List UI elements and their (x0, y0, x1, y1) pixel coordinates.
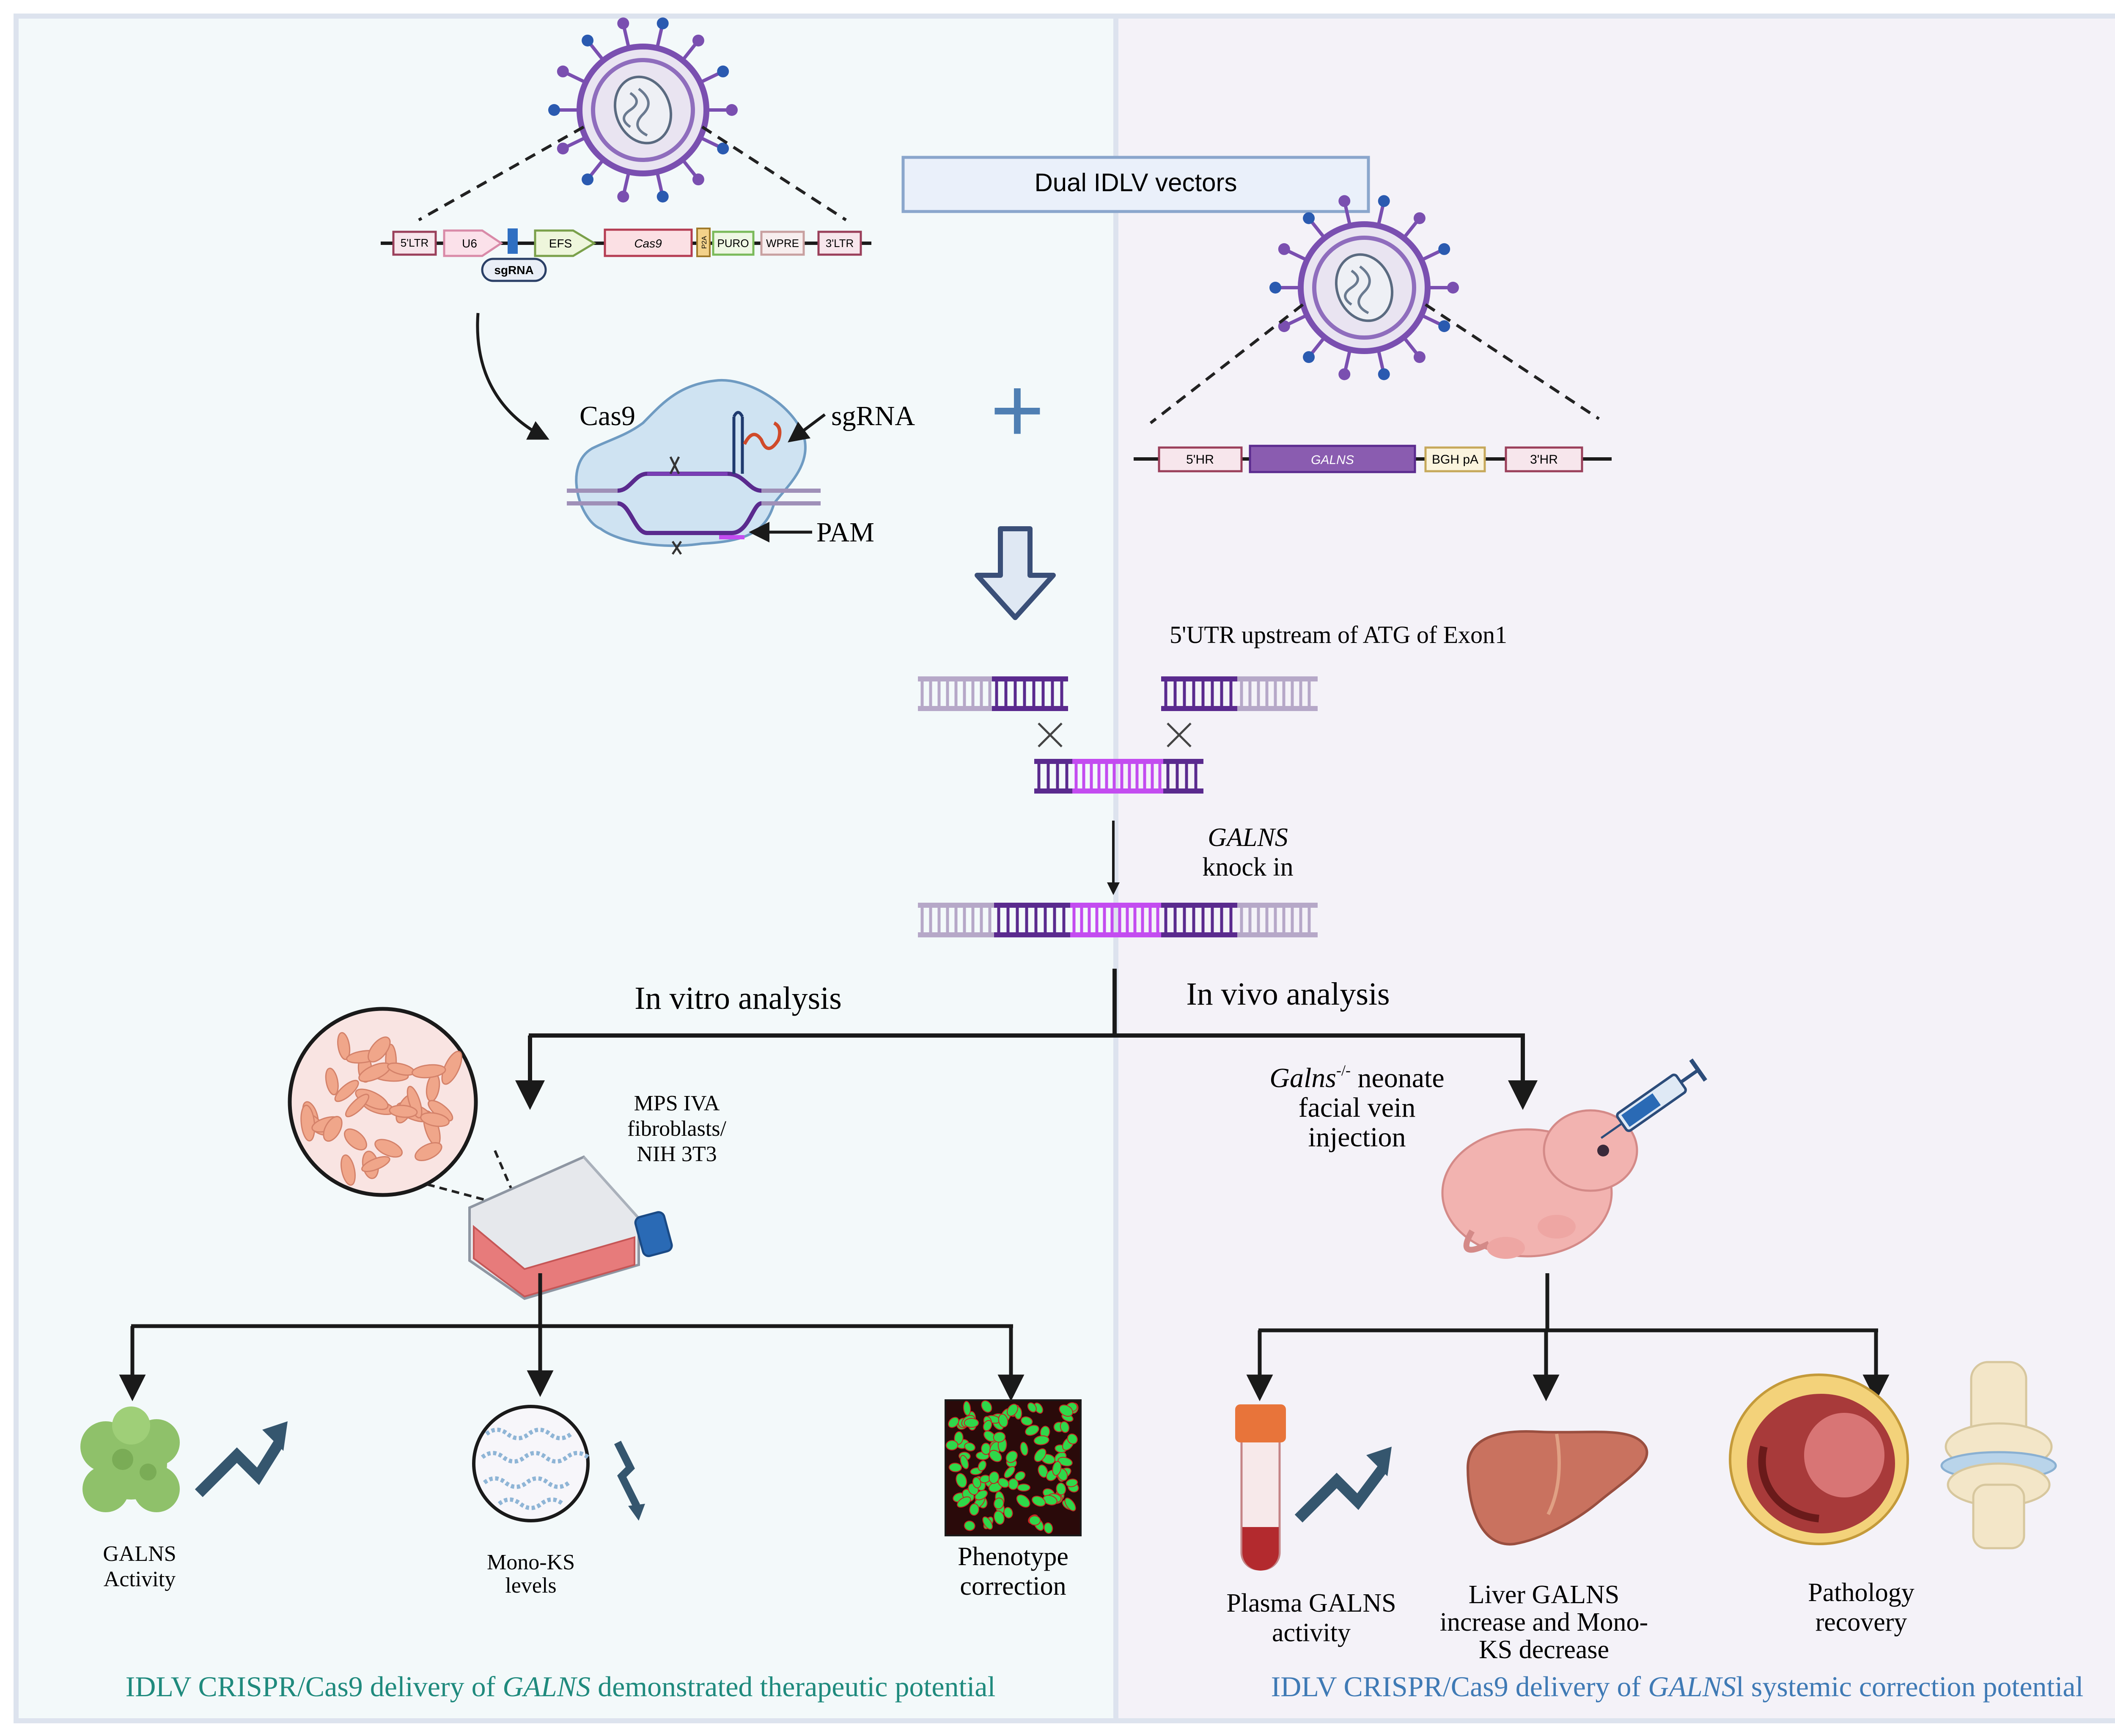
mouse-line3: injection (1308, 1122, 1406, 1153)
plasma-line1: Plasma GALNS (1226, 1589, 1396, 1618)
mouse-genotype: -/- (1336, 1062, 1351, 1079)
hr3-label: 3'HR (1530, 453, 1558, 467)
u6-label: U6 (462, 237, 477, 250)
hollow-down-arrow (975, 526, 1056, 620)
vector1-cassette: 5'LTR U6 sgRNA EFS Cas9 P2A PURO WPRE 3'… (381, 228, 871, 282)
curved-arrow (476, 313, 549, 440)
cells-line3: NIH 3T3 (637, 1142, 717, 1166)
footer-right-pre: IDLV CRISPR/Cas9 delivery of (1271, 1670, 1648, 1703)
puro-label: PURO (717, 237, 749, 250)
syringe-icon (1600, 1058, 1707, 1139)
footer-right-post: l systemic correction potential (1736, 1670, 2083, 1703)
plus-sign: + (990, 358, 1044, 462)
mouse-line1: Galns-/- neonate (1269, 1062, 1444, 1093)
virus-icon-2 (1269, 195, 1459, 380)
mono-ks-line1: Mono-KS (487, 1550, 575, 1574)
footer-right: IDLV CRISPR/Cas9 delivery of GALNSl syst… (1271, 1670, 2084, 1703)
wpre-label: WPRE (766, 237, 799, 250)
heart-section-icon (1729, 1373, 1909, 1545)
cells-line1: MPS IVA (634, 1091, 720, 1115)
dna-recombination (918, 676, 1318, 937)
knockin-gene: GALNS (1208, 823, 1288, 852)
dual-idlv-box (901, 156, 1370, 213)
liver-line2: increase and Mono- (1440, 1608, 1648, 1637)
bgh-label: BGH pA (1432, 453, 1478, 467)
sgrna-pointer (788, 413, 826, 442)
knockin-label: knock in (1202, 853, 1293, 882)
mono-ks-line2: levels (505, 1574, 556, 1598)
sgrna-label: sgRNA (831, 401, 915, 431)
galns-activity-line2: Activity (104, 1567, 176, 1591)
vector2-cassette: 5'HR GALNS BGH pA 3'HR (1134, 445, 1612, 473)
neonate-mouse-icon (1441, 1109, 1638, 1259)
liver-line1: Liver GALNS (1469, 1580, 1619, 1609)
cas9-label: Cas9 (580, 401, 635, 431)
knee-joint-icon (1940, 1361, 2057, 1549)
efs-label: EFS (549, 237, 572, 250)
liver-line3: KS decrease (1479, 1635, 1609, 1664)
trend-up-arrow-2 (1294, 1464, 1388, 1523)
virus-icon-1 (548, 17, 738, 203)
cas9-element-label: Cas9 (634, 237, 662, 250)
hr5-label: 5'HR (1186, 453, 1214, 467)
trend-down-arrow (614, 1440, 640, 1508)
galns-element-label: GALNS (1311, 453, 1354, 467)
liver-icon (1466, 1430, 1648, 1546)
crossover-marks (1038, 722, 1192, 747)
blood-tube-icon (1235, 1404, 1286, 1571)
pam-label: PAM (816, 517, 874, 548)
galns-activity-line1: GALNS (103, 1542, 176, 1566)
in-vitro-label: In vitro analysis (634, 981, 842, 1016)
footer-left-post: demonstrated therapeutic potential (591, 1670, 995, 1703)
footer-left-pre: IDLV CRISPR/Cas9 delivery of (126, 1670, 503, 1703)
cas9-complex (567, 379, 821, 555)
in-vivo-label: In vivo analysis (1186, 976, 1390, 1012)
plasma-line2: activity (1272, 1618, 1351, 1647)
mouse-neonate: neonate (1351, 1063, 1445, 1093)
cells-magnified-icon (288, 1007, 478, 1197)
footer-right-gene: GALNS (1648, 1670, 1736, 1703)
ltr3-label: 3'LTR (826, 237, 854, 250)
phenotype-line1: Phenotype (958, 1542, 1068, 1571)
footer-left-gene: GALNS (503, 1670, 591, 1703)
sgrna-tag: sgRNA (494, 264, 533, 277)
mouse-line2: facial vein (1299, 1092, 1416, 1123)
phenotype-line2: correction (960, 1572, 1066, 1601)
p2a-label: P2A (701, 236, 708, 249)
phenotype-image (945, 1399, 1082, 1536)
invitro-subtree (119, 1273, 1025, 1401)
invivo-subtree (1246, 1273, 1890, 1401)
pathology-line2: recovery (1816, 1608, 1907, 1637)
mono-ks-icon (472, 1405, 590, 1522)
utr-label: 5'UTR upstream of ATG of Exon1 (1170, 621, 1507, 648)
cells-line2: fibroblasts/ (627, 1117, 727, 1141)
trend-up-arrow-1 (195, 1439, 284, 1497)
branch-lines (515, 969, 1538, 1110)
galns-enzyme-icon (80, 1406, 180, 1512)
ltr5-label: 5'LTR (401, 236, 429, 249)
pathology-line1: Pathology (1808, 1578, 1914, 1607)
dual-idlv-title: Dual IDLV vectors (1034, 168, 1237, 197)
footer-left: IDLV CRISPR/Cas9 delivery of GALNS demon… (126, 1670, 996, 1703)
mouse-gene: Galns (1269, 1063, 1336, 1093)
cell-flask-icon (468, 1155, 673, 1300)
